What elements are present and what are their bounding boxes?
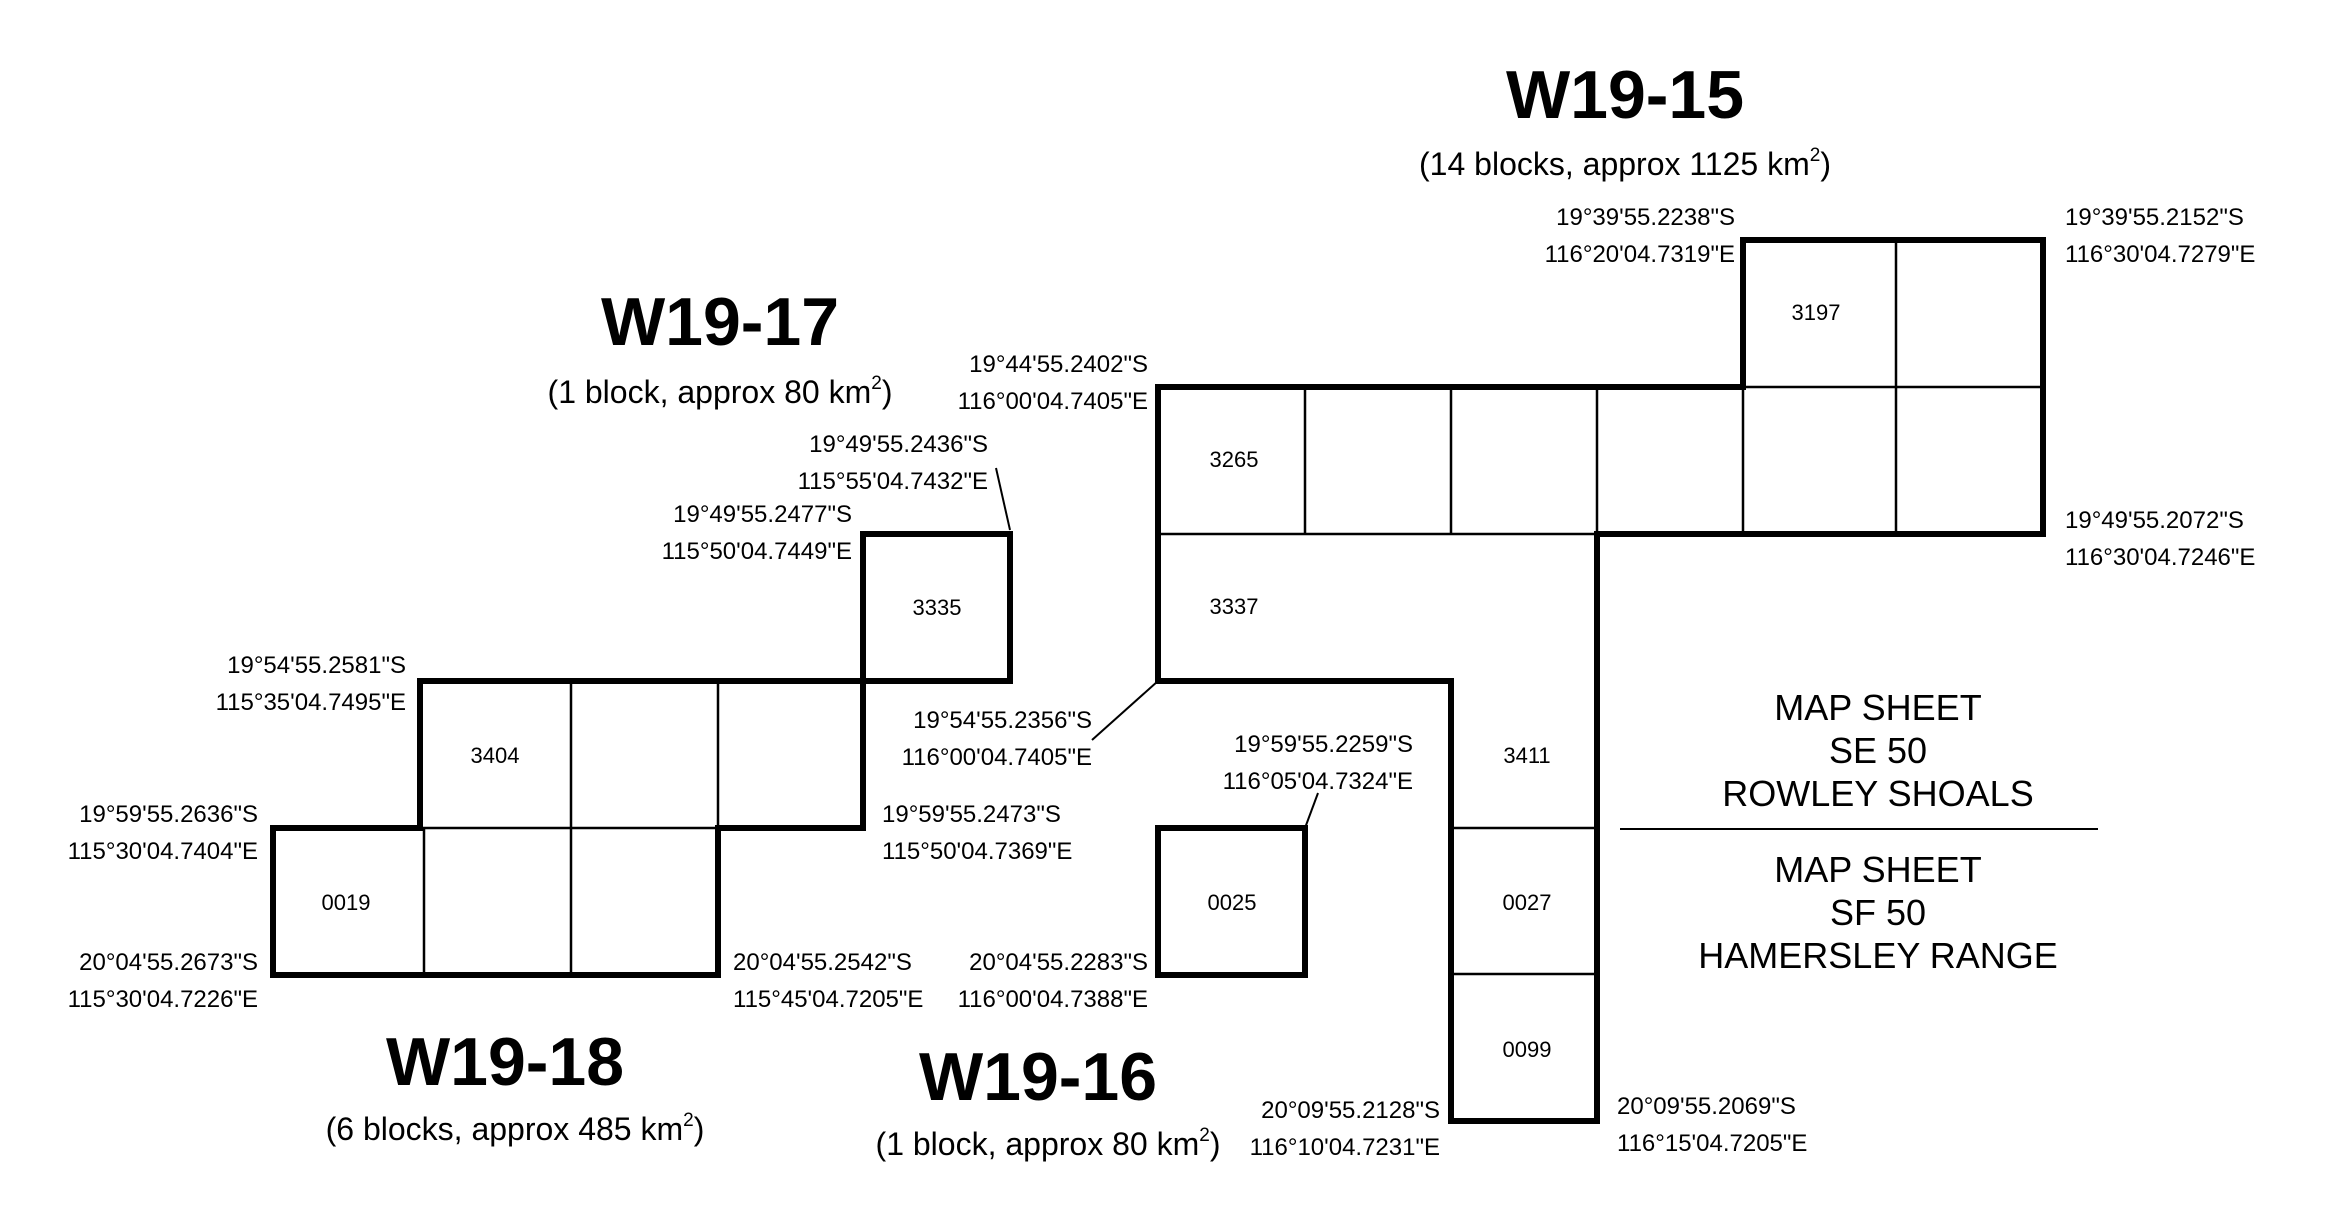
block-label-0025: 0025 <box>1208 890 1257 915</box>
w19-16-subtitle: (1 block, approx 80 km2) <box>876 1125 1221 1162</box>
area-w19-17: W19-17 (1 block, approx 80 km2) 3335 <box>548 284 1013 684</box>
leader-lines <box>995 467 1319 829</box>
w19-16-title: W19-16 <box>919 1039 1157 1115</box>
block-label-0099: 0099 <box>1503 1037 1552 1062</box>
w19-15-title: W19-15 <box>1506 57 1744 133</box>
w19-15-boundary <box>1155 237 2046 1124</box>
block-label-3335: 3335 <box>913 595 962 620</box>
block-label-3404: 3404 <box>471 743 520 768</box>
leader-line-3335 <box>995 467 1011 531</box>
leader-line-0025 <box>1304 792 1319 829</box>
block-label-3411: 3411 <box>1503 743 1550 768</box>
w19-17-title: W19-17 <box>601 284 839 360</box>
w19-18-boundary <box>270 678 866 978</box>
block-label-3197: 3197 <box>1792 300 1841 325</box>
block-label-3337: 3337 <box>1210 594 1259 619</box>
w19-17-subtitle: (1 block, approx 80 km2) <box>548 373 893 410</box>
w19-18-grid-lines <box>420 681 720 975</box>
block-label-3265: 3265 <box>1210 447 1259 472</box>
w19-18-subtitle: (6 blocks, approx 485 km2) <box>326 1110 705 1147</box>
w19-15-grid-lines <box>1158 240 2043 976</box>
area-w19-18: W19-18 (6 blocks, approx 485 km2) 3404 0… <box>270 678 866 1147</box>
w19-18-title: W19-18 <box>386 1024 624 1100</box>
w19-15-subtitle: (14 blocks, approx 1125 km2) <box>1419 145 1831 182</box>
area-w19-15: W19-15 (14 blocks, approx 1125 km2) 3197… <box>1155 57 2046 1124</box>
block-label-0027: 0027 <box>1503 890 1552 915</box>
block-label-0019: 0019 <box>322 890 371 915</box>
w19-17-boundary <box>860 531 1013 684</box>
w19-16-boundary <box>1155 825 1308 978</box>
leader-line-3337 <box>1091 680 1159 741</box>
area-w19-16: W19-16 (1 block, approx 80 km2) 0025 <box>876 825 1308 1162</box>
